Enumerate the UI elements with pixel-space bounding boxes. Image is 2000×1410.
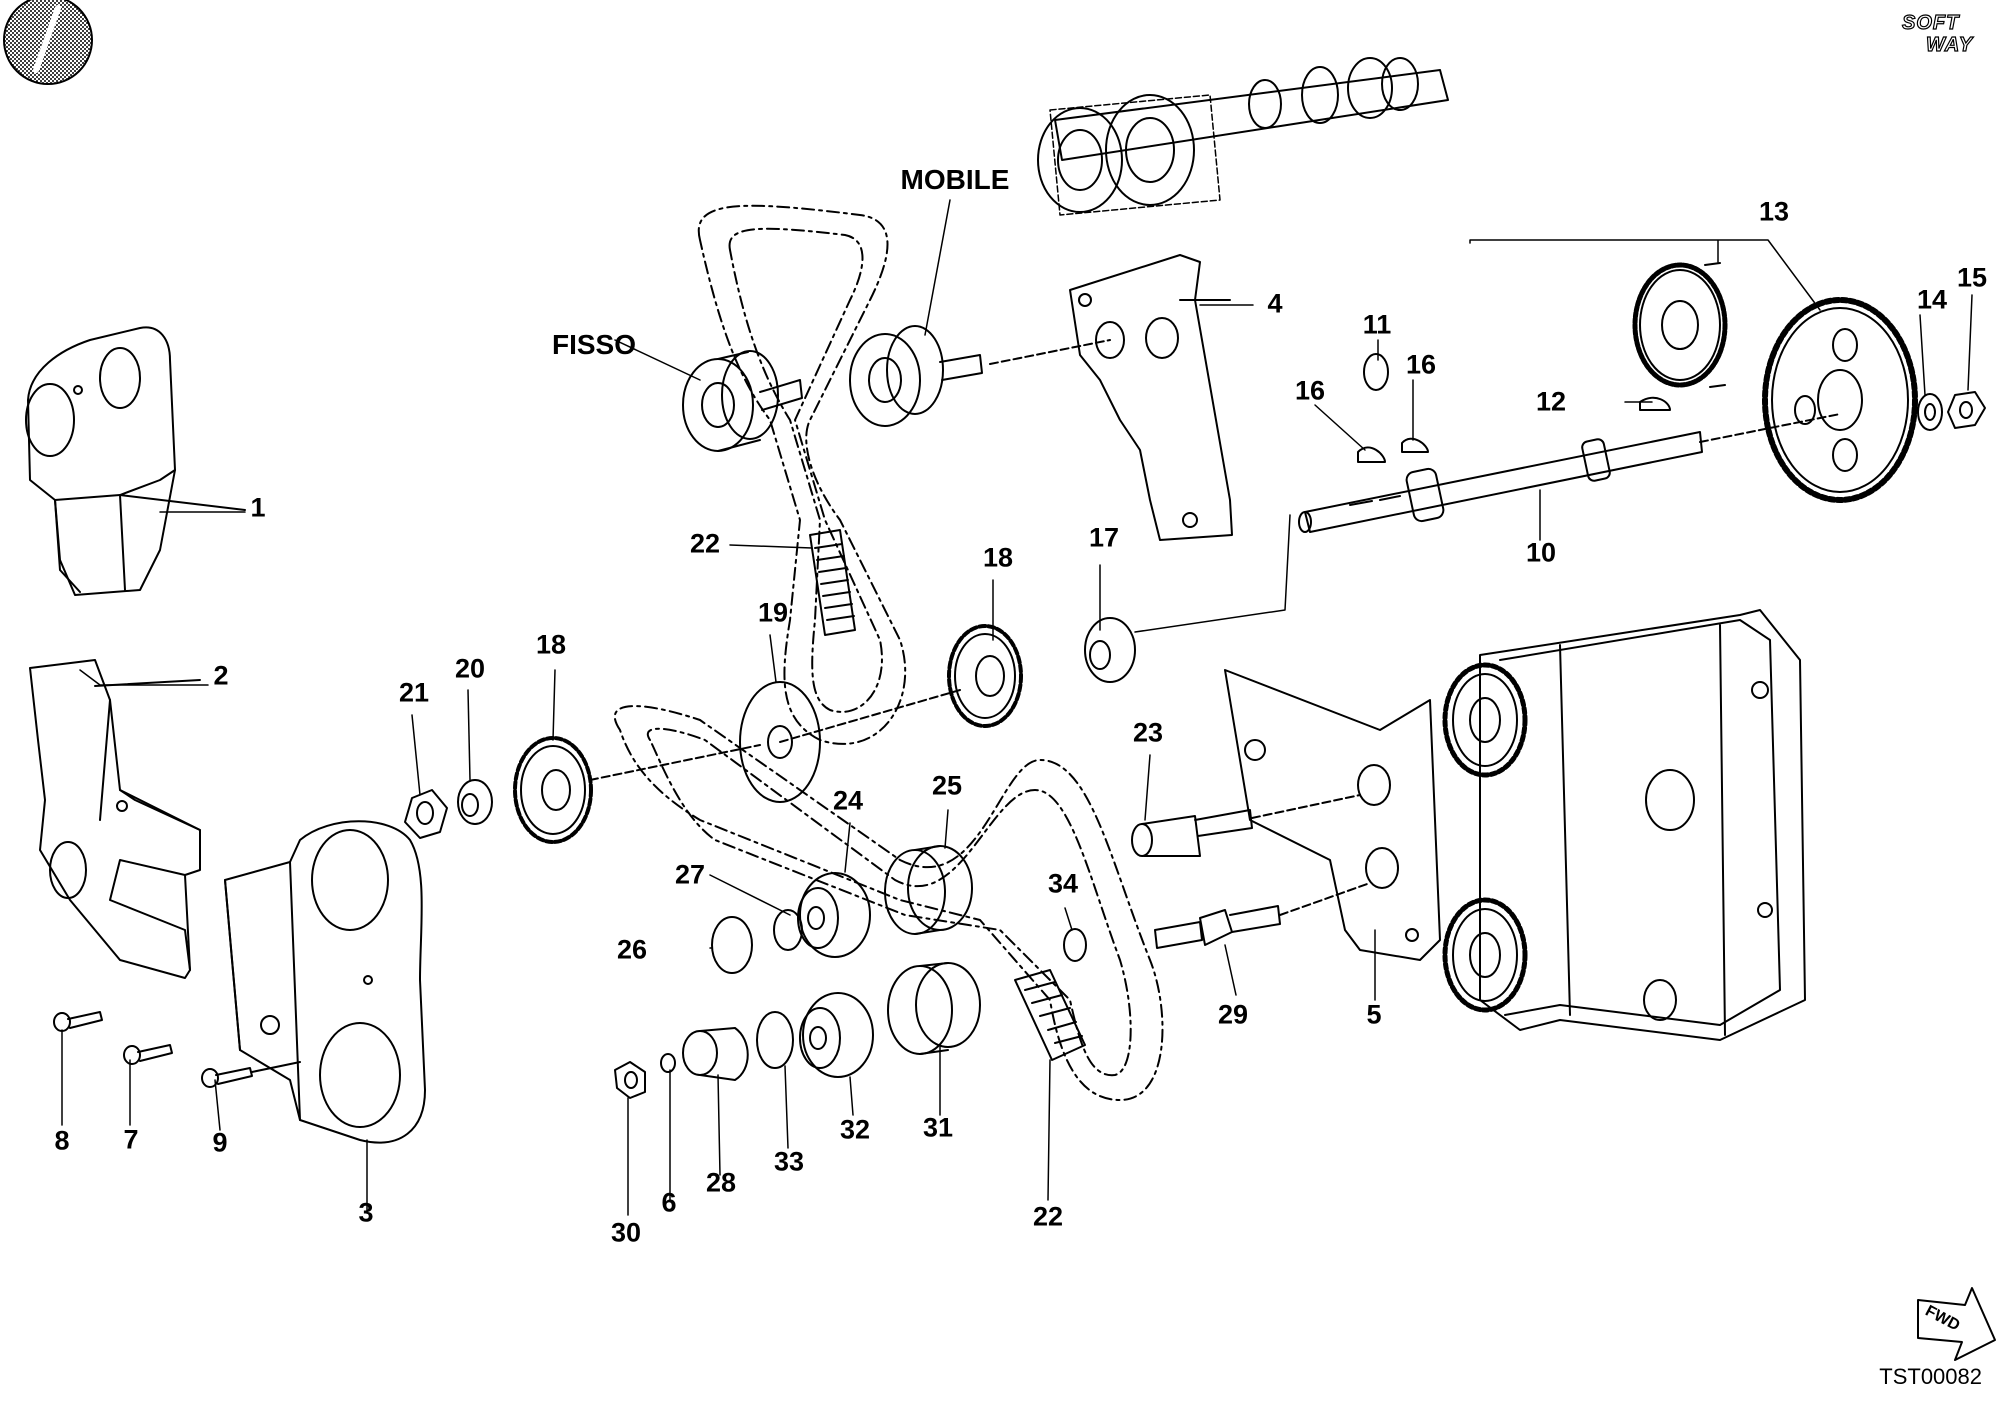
callout-14: 14 (1916, 284, 1948, 315)
bolt-parts (53, 1011, 301, 1088)
callout-22-lower: 22 (1032, 1201, 1064, 1232)
callout-1: 1 (250, 492, 266, 523)
callout-12: 12 (1535, 386, 1567, 417)
lower-timing-belt (613, 705, 1164, 1101)
bearing-24 (797, 872, 871, 958)
leader-lines (61, 199, 1973, 1216)
callout-16-left: 16 (1294, 375, 1326, 406)
washer-20 (457, 779, 493, 825)
movable-idler-pulley (849, 325, 1111, 427)
callout-30: 30 (610, 1217, 642, 1248)
bearing-32 (799, 992, 874, 1078)
circlip-11 (1363, 353, 1389, 391)
washer-6 (660, 1053, 676, 1073)
logo-line-1: SOFT (1901, 11, 1960, 34)
softway-logo: SOFT WAY (1896, 11, 1991, 60)
callout-31: 31 (922, 1112, 954, 1143)
belt-segment-lower (1014, 969, 1086, 1061)
bolt-7 (123, 1044, 173, 1065)
washer-19 (739, 681, 961, 803)
bracket-part-4 (1069, 254, 1233, 541)
drawing-code: TST00082 (1879, 1364, 1982, 1389)
roller-25 (884, 845, 973, 935)
callout-18-upper: 18 (982, 542, 1014, 573)
key-12 (1639, 396, 1671, 411)
washer-14 (1917, 393, 1943, 431)
circlip-33 (756, 1011, 794, 1069)
callout-3: 3 (358, 1197, 374, 1228)
callout-2: 2 (213, 660, 229, 691)
sleeve-28 (682, 1027, 749, 1081)
nut-30 (614, 1061, 646, 1099)
callout-11: 11 (1362, 309, 1392, 340)
brand-logo (3, 0, 93, 85)
bolt-8 (53, 1011, 103, 1032)
logo-line-2: WAY (1925, 33, 1974, 56)
callout-28: 28 (705, 1167, 737, 1198)
callout-19: 19 (757, 597, 789, 628)
callout-17: 17 (1088, 522, 1120, 553)
callout-8: 8 (54, 1125, 70, 1156)
label-mobile: MOBILE (900, 164, 1010, 195)
engine-block (1442, 609, 1806, 1041)
stud-23 (1131, 794, 1361, 857)
nut-21 (404, 789, 448, 839)
shaft-part-10 (1298, 413, 1841, 533)
camshaft-assembly (1037, 57, 1449, 216)
callout-5: 5 (1366, 999, 1382, 1030)
callout-10: 10 (1525, 537, 1557, 568)
cover-part-2 (29, 659, 201, 979)
callout-24: 24 (832, 785, 864, 816)
bracket-part-5 (1224, 669, 1441, 961)
callout-34: 34 (1047, 868, 1079, 899)
callout-4: 4 (1267, 288, 1283, 319)
forward-arrow-icon (1917, 1287, 1996, 1361)
nut-15 (1947, 391, 1986, 429)
belt-segment-upper (809, 529, 856, 636)
circlip-34 (1063, 928, 1087, 962)
callout-27: 27 (674, 859, 706, 890)
bolt-9 (201, 1061, 301, 1088)
callout-20: 20 (454, 653, 486, 684)
cover-part-3 (224, 820, 426, 1144)
callout-23: 23 (1132, 717, 1164, 748)
callout-7: 7 (123, 1124, 139, 1155)
upper-timing-belt (697, 204, 907, 745)
roller-31 (887, 962, 981, 1055)
callout-16-right: 16 (1405, 349, 1437, 380)
callout-15: 15 (1956, 262, 1988, 293)
pulley-18-lower (513, 736, 761, 844)
callout-6: 6 (661, 1187, 677, 1218)
callout-22-upper: 22 (689, 528, 721, 559)
label-fisso: FISSO (551, 329, 637, 360)
key-16-right (1401, 437, 1429, 453)
stud-29 (1154, 882, 1371, 949)
callout-13: 13 (1758, 196, 1790, 227)
cover-part-1 (25, 326, 246, 596)
callout-18-lower: 18 (535, 629, 567, 660)
pulley-18-upper (947, 624, 1023, 728)
callout-21: 21 (398, 677, 430, 708)
seal-17 (1084, 514, 1291, 683)
callout-9: 9 (212, 1127, 228, 1158)
callout-29: 29 (1217, 999, 1249, 1030)
callout-25: 25 (931, 770, 963, 801)
callout-32: 32 (839, 1114, 871, 1145)
callout-26: 26 (616, 934, 648, 965)
key-16-left (1357, 446, 1386, 463)
circlip-26 (711, 916, 753, 974)
fixed-idler-pulley (682, 350, 803, 452)
gear-pair-13 (1632, 262, 1918, 503)
circlip-27 (773, 909, 803, 951)
callout-33: 33 (773, 1146, 805, 1177)
